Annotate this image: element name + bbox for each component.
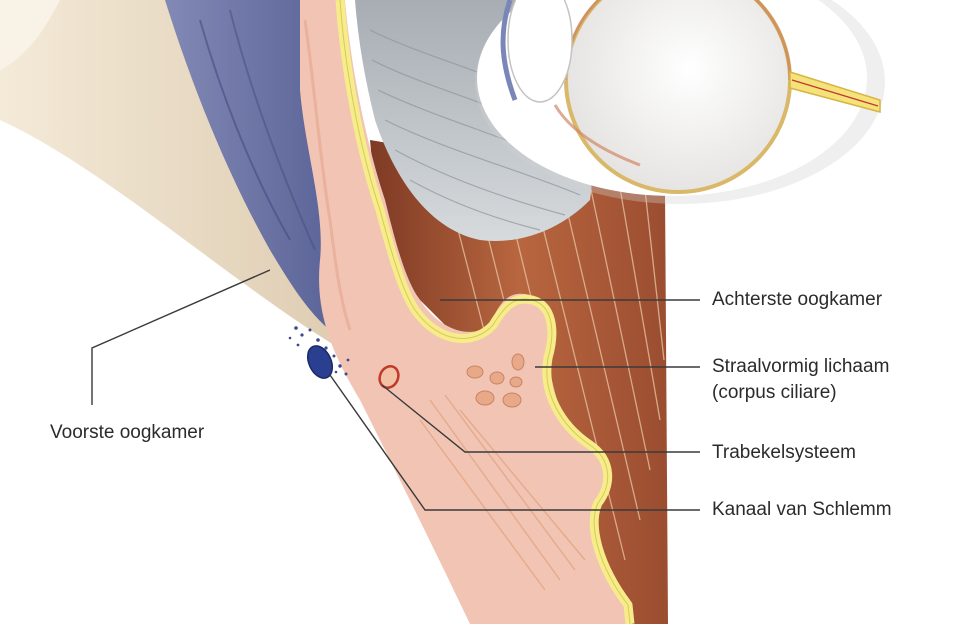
label-voorste-oogkamer: Voorste oogkamer (50, 421, 204, 445)
label-straalvormig-lichaam: Straalvormig lichaam (712, 355, 889, 379)
label-achterste-oogkamer: Achterste oogkamer (712, 288, 882, 312)
label-kanaal-van-schlemm: Kanaal van Schlemm (712, 498, 892, 522)
label-trabekelsysteem: Trabekelsysteem (712, 441, 856, 465)
schlemm-canal (303, 342, 337, 382)
leader-voorste-oogkamer (92, 270, 270, 405)
label-corpus-ciliare: (corpus ciliare) (712, 381, 837, 405)
